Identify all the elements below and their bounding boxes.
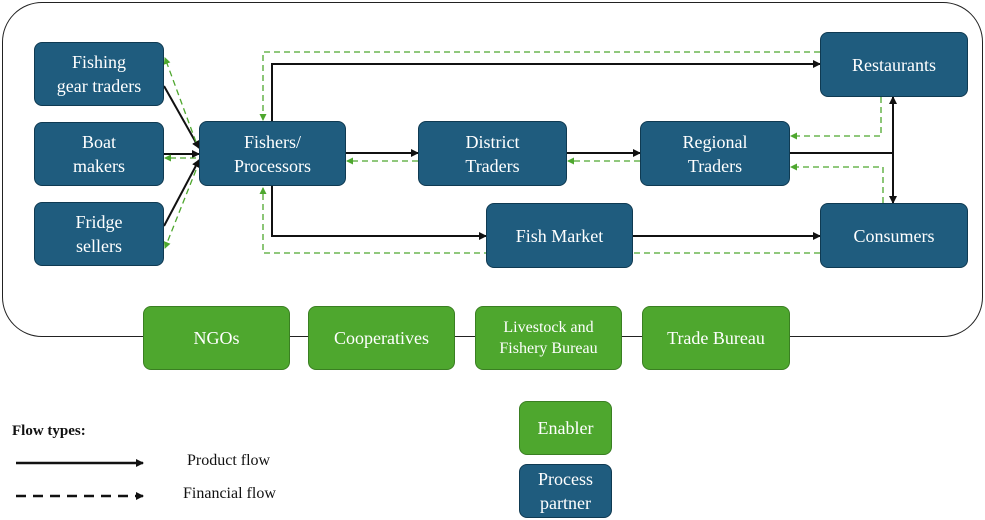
node-fishing-gear-traders: Fishing gear traders	[34, 42, 164, 106]
node-fridge-sellers: Fridge sellers	[34, 202, 164, 266]
enabler-cooperatives: Cooperatives	[308, 306, 455, 370]
product-flow-fishers-to-fish-market	[271, 186, 487, 240]
node-restaurants: Restaurants	[820, 32, 968, 97]
node-fishers-processors: Fishers/ Processors	[199, 121, 346, 186]
legend-financial-flow-label: Financial flow	[183, 485, 276, 502]
node-boat-makers: Boat makers	[34, 122, 164, 186]
legend-title: Flow types:	[12, 423, 86, 439]
legend-product-flow-label: Product flow	[187, 452, 271, 469]
financial-flow-fishers-to-fridge	[163, 169, 197, 249]
product-flow-fridge-to-fishers	[163, 159, 200, 227]
legend-enabler-box: Enabler	[519, 401, 612, 455]
enabler-trade-bureau: Trade Bureau	[642, 306, 790, 370]
financial-flow-fishers-to-gear	[163, 57, 197, 143]
node-fish-market: Fish Market	[486, 203, 633, 268]
financial-flow-restaurants-to-fishers	[259, 51, 820, 121]
financial-flow-consumers-to-regional	[790, 163, 884, 203]
node-regional-traders: Regional Traders	[640, 121, 790, 186]
enabler-ngos: NGOs	[143, 306, 290, 370]
product-flow-fishers-to-restaurants	[271, 60, 821, 121]
legend-process-partner-box: Process partner	[519, 464, 612, 518]
financial-flow-consumers-to-fishers	[259, 187, 820, 254]
financial-flow-restaurants-to-regional	[790, 97, 882, 140]
node-consumers: Consumers	[820, 203, 968, 268]
enabler-livestock-fishery-bureau: Livestock and Fishery Bureau	[475, 306, 622, 370]
product-flow-gear-to-fishers	[163, 85, 200, 149]
node-district-traders: District Traders	[418, 121, 567, 186]
